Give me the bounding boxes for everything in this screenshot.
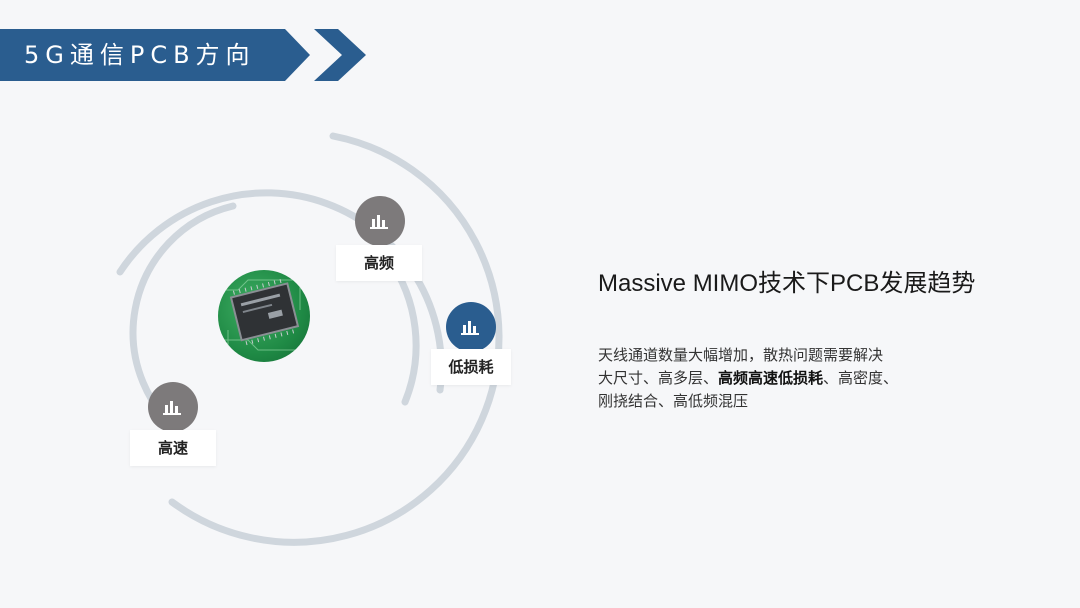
bar-chart-icon (163, 401, 181, 415)
title-banner (0, 29, 310, 81)
node-high-frequency-icon-circle (355, 196, 405, 246)
body-line-2-post: 、高密度、 (823, 369, 899, 387)
orbit-ring-middle (116, 189, 445, 394)
body-line-2: 大尺寸、高多层、高频高速低损耗、高密度、 (598, 367, 958, 390)
page-title: 5G通信PCB方向 (24, 41, 256, 69)
node-low-loss-icon-circle (446, 302, 496, 352)
chip-image (218, 270, 310, 362)
body-line-3: 刚挠结合、高低频混压 (598, 392, 749, 410)
node-high-speed-icon-circle (148, 382, 198, 432)
body-line-2-pre: 大尺寸、高多层、 (598, 369, 719, 387)
node-label-low-loss: 低损耗 (431, 349, 511, 385)
node-label-high-speed: 高速 (130, 430, 216, 466)
orbit-ring-outer (168, 132, 503, 546)
node-label-high-frequency: 高频 (336, 245, 422, 281)
body-text: 天线通道数量大幅增加，散热问题需要解决 大尺寸、高多层、高频高速低损耗、高密度、… (598, 344, 958, 413)
bar-chart-icon (461, 321, 479, 335)
body-line-1: 天线通道数量大幅增加，散热问题需要解决 (598, 346, 884, 364)
body-line-2-bold: 高频高速低损耗 (718, 369, 824, 387)
bar-chart-icon (370, 215, 388, 229)
section-heading: Massive MIMO技术下PCB发展趋势 (598, 270, 976, 297)
